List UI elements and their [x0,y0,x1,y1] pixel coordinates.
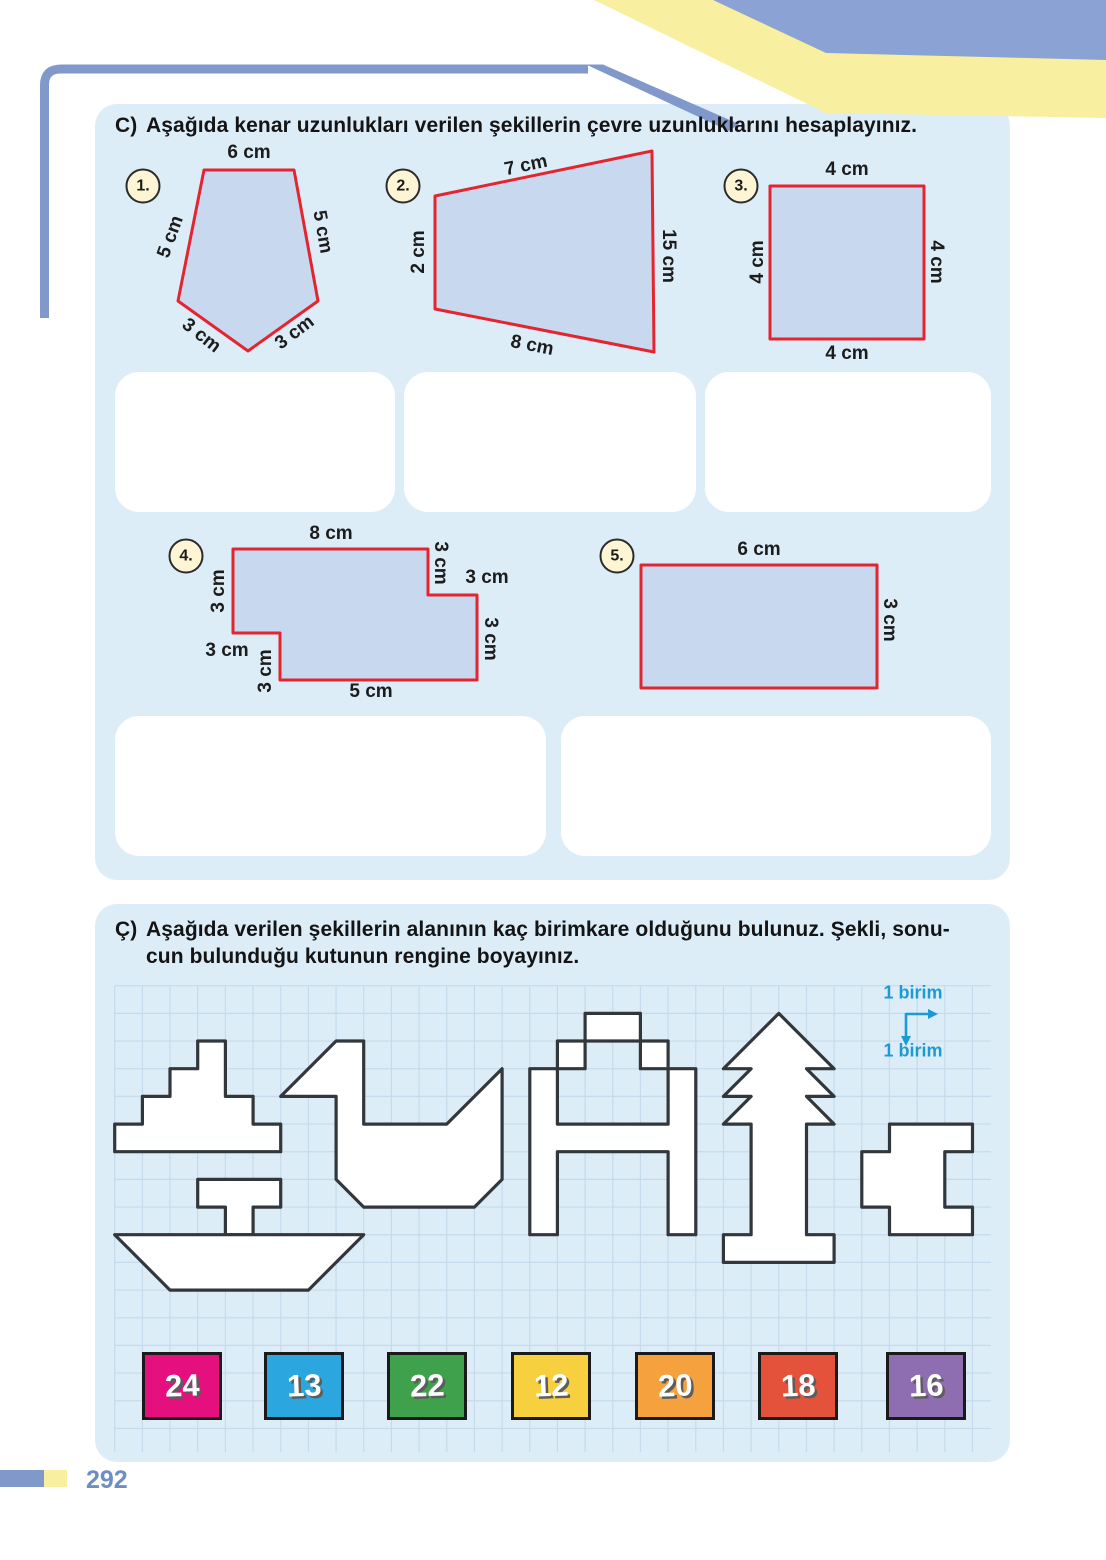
area-answer-value: 16 [908,1367,944,1404]
area-answer-box-22[interactable]: 22 [387,1352,467,1420]
grid-figure-ship-deck-stairs[interactable] [113,1039,283,1154]
grid-figure-letter-a[interactable] [528,1011,698,1237]
perimeter-shape-2 [433,149,656,354]
area-answer-value: 22 [409,1367,445,1404]
grid-figure-pine-tree[interactable] [721,1011,836,1264]
perimeter-answer-box[interactable] [115,716,546,856]
grid-figure-ship-hull[interactable] [113,1233,366,1292]
perimeter-shape-3 [768,184,926,341]
perimeter-shapes [176,149,926,690]
perimeter-answer-box[interactable] [115,372,395,512]
perimeter-answer-box[interactable] [705,372,991,512]
perimeter-answer-box[interactable] [561,716,991,856]
area-answer-box-16[interactable]: 16 [886,1352,966,1420]
page-frame-line [40,64,588,318]
area-answer-box-13[interactable]: 13 [264,1352,344,1420]
grid-figure-block-bracket[interactable] [860,1122,975,1237]
perimeter-shape-1 [176,168,320,353]
footer-tab-blue [0,1470,44,1487]
area-answer-box-12[interactable]: 12 [511,1352,591,1420]
area-answer-value: 13 [286,1367,322,1404]
page-frame-swoosh [586,64,739,131]
footer-tab-yellow [44,1470,67,1487]
perimeter-shape-5 [639,563,879,690]
grid-figure-duck[interactable] [279,1039,504,1209]
area-answer-value: 20 [657,1367,693,1404]
area-answer-value: 24 [164,1367,200,1404]
grid-figure-ship-mast[interactable] [196,1177,283,1237]
area-answer-value: 18 [780,1367,816,1404]
area-answer-value: 12 [533,1367,569,1404]
perimeter-shape-4 [231,547,479,682]
unit-arrow-icon [901,1009,938,1046]
area-answer-box-24[interactable]: 24 [142,1352,222,1420]
area-answer-box-18[interactable]: 18 [758,1352,838,1420]
top-ribbon-blue [713,0,1106,60]
perimeter-answer-box[interactable] [404,372,696,512]
area-answer-box-20[interactable]: 20 [635,1352,715,1420]
